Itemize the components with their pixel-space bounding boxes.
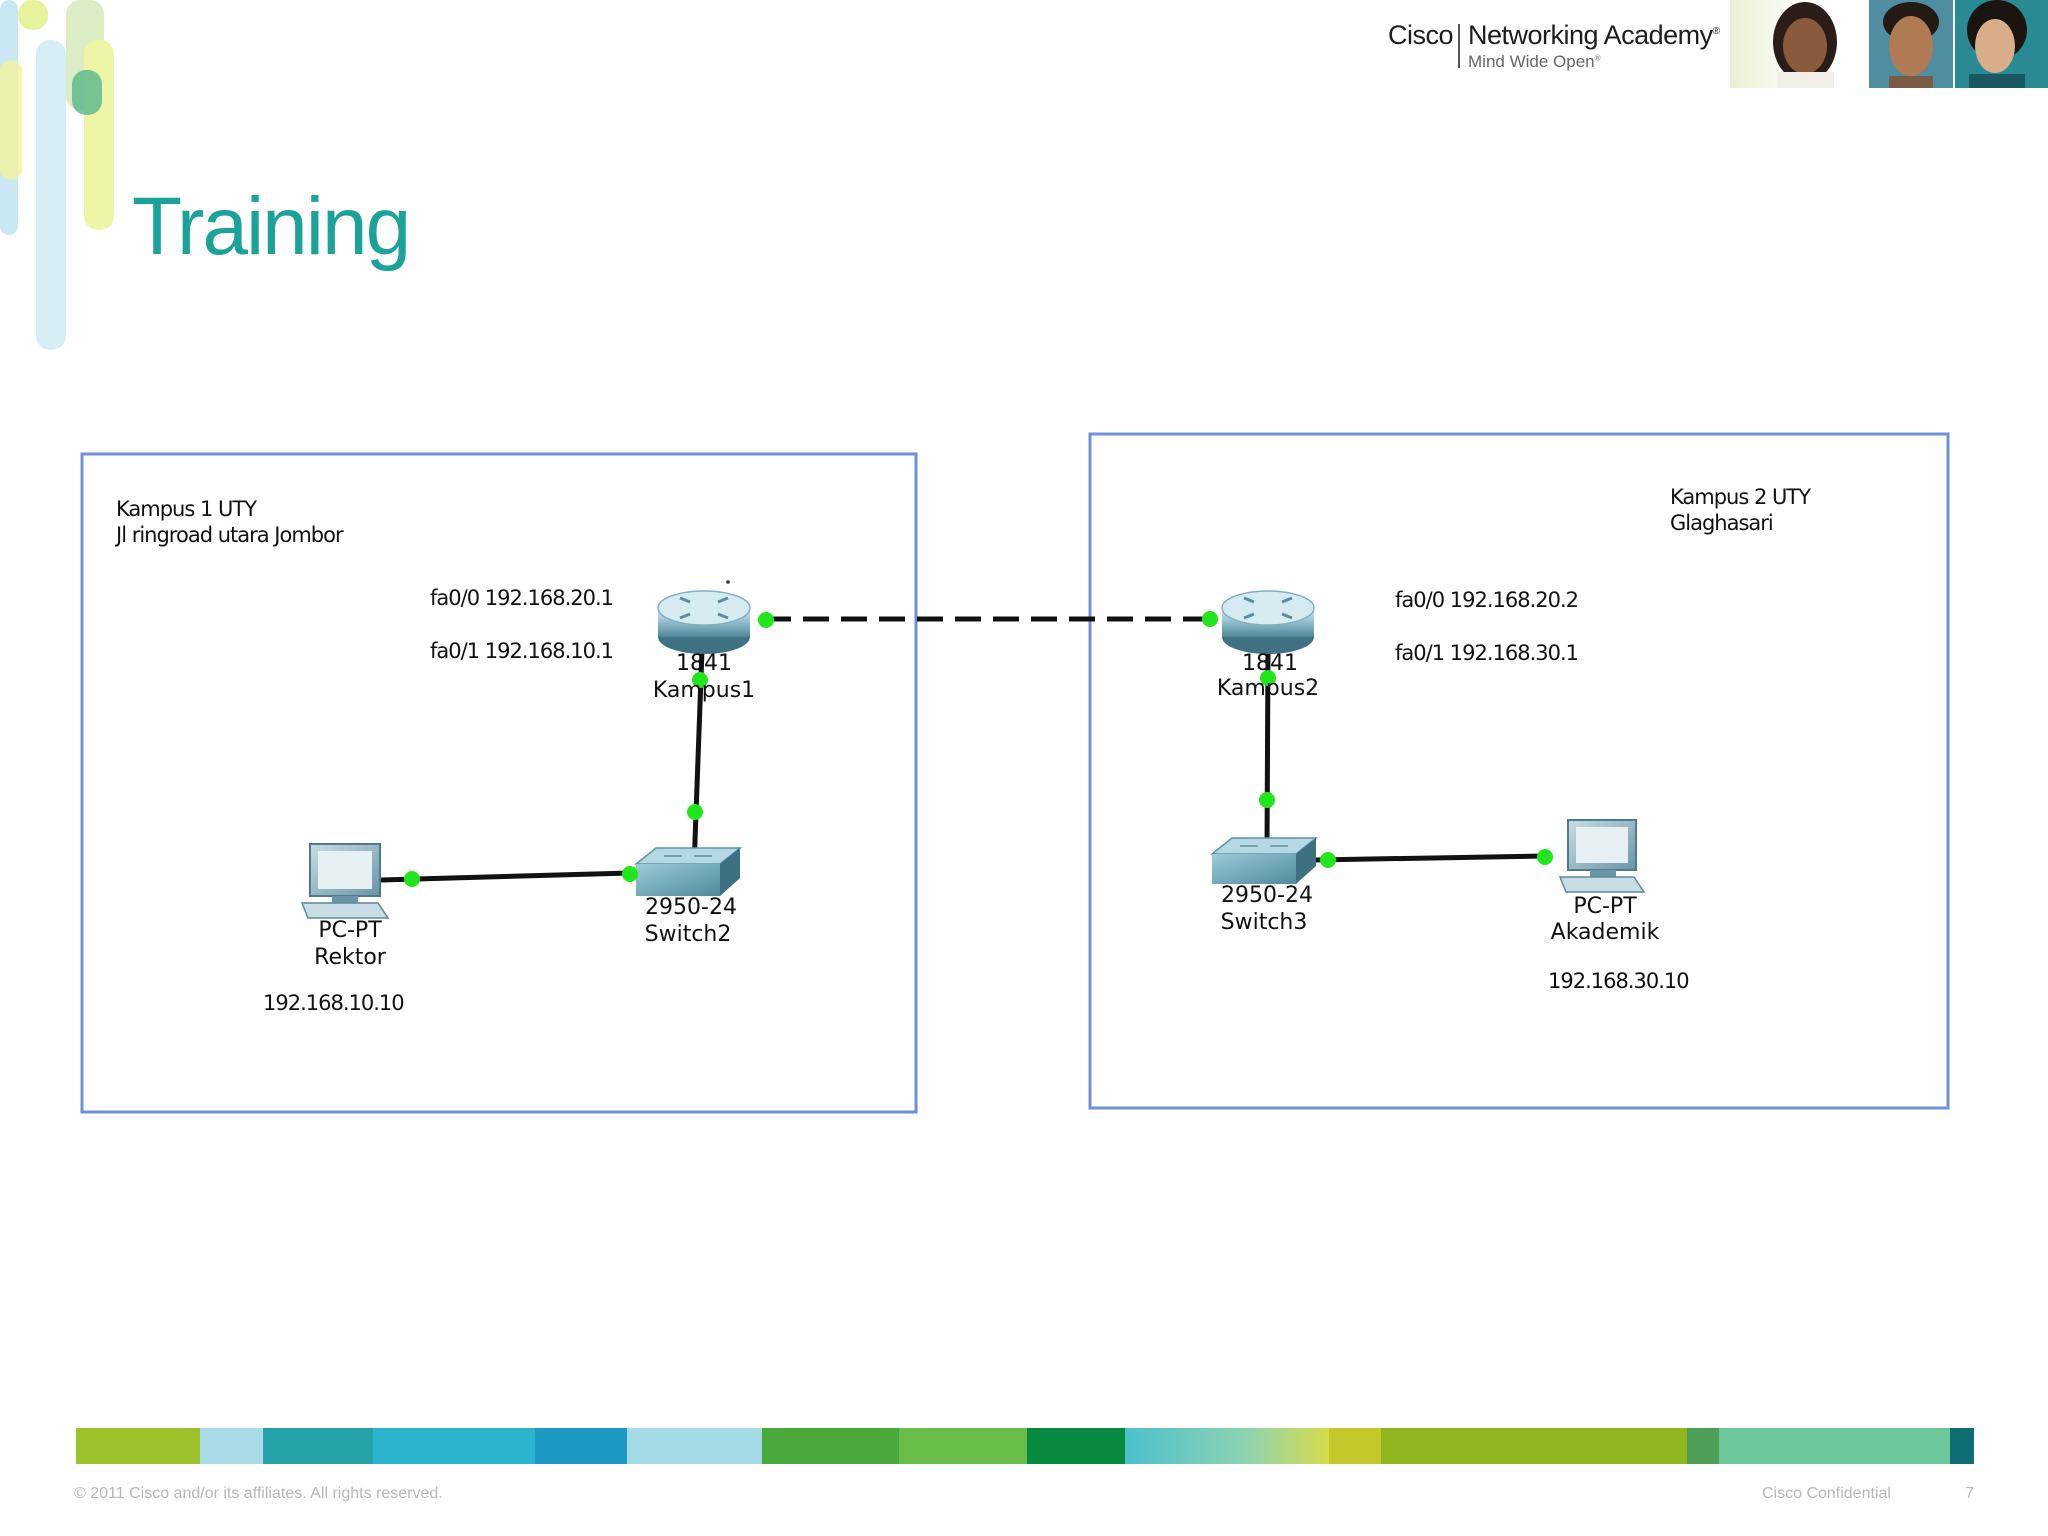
- brand-product: Networking Academy®: [1468, 20, 1720, 50]
- router1-name: Kampus1: [652, 678, 756, 703]
- student-photo: [1869, 0, 1953, 88]
- campus1-address: Jl ringroad utara Jombor: [116, 523, 344, 547]
- switch3-model: 2950-24: [1221, 883, 1313, 908]
- campus1-name: Kampus 1 UTY: [116, 497, 257, 521]
- switch-switch2[interactable]: [633, 847, 743, 896]
- campus1-area: [80, 452, 918, 1114]
- link-switch3-pc: [1314, 853, 1546, 863]
- footer-copyright: © 2011 Cisco and/or its affiliates. All …: [74, 1485, 443, 1502]
- switch3-name: Switch3: [1220, 910, 1308, 935]
- slide-title: Training: [132, 181, 411, 272]
- switch2-name: Switch2: [644, 922, 732, 947]
- router2-name: Kampus2: [1216, 676, 1320, 701]
- footer-confidential: Cisco Confidential: [1762, 1485, 1891, 1502]
- pc-akademik[interactable]: [1558, 819, 1646, 893]
- brand-divider: [1458, 24, 1460, 68]
- router1-iface-fa00: fa0/0 192.168.20.1: [430, 586, 614, 610]
- pc-rektor-model: PC-PT: [318, 918, 382, 943]
- campus2-address: Glaghasari: [1670, 511, 1774, 535]
- pc-rektor-name: Rektor: [314, 945, 386, 970]
- brand-name: Cisco: [1388, 20, 1454, 50]
- pc-akademik-ip: 192.168.30.10: [1548, 969, 1690, 993]
- header-photos: [1730, 0, 2048, 88]
- router-kampus2[interactable]: [1221, 590, 1315, 654]
- student-photo: [1730, 0, 1867, 88]
- router2-iface-fa01: fa0/1 192.168.30.1: [1395, 641, 1579, 665]
- pc-rektor[interactable]: [300, 843, 390, 919]
- router1-iface-fa01: fa0/1 192.168.10.1: [430, 639, 614, 663]
- switch2-model: 2950-24: [645, 895, 737, 920]
- pc-rektor-ip: 192.168.10.10: [263, 991, 405, 1015]
- router2-model: 1841: [1242, 651, 1298, 676]
- campus2-area: [1088, 432, 1950, 1110]
- brand-tagline: Mind Wide Open®: [1468, 52, 1601, 71]
- router-kampus1[interactable]: [657, 580, 751, 654]
- pc-akademik-name: Akademik: [1550, 920, 1660, 945]
- pc-akademik-model: PC-PT: [1573, 894, 1637, 919]
- router1-model: 1841: [676, 651, 732, 676]
- port-indicators: [404, 611, 1553, 887]
- footer-color-bar: [76, 1428, 1974, 1464]
- campus2-name: Kampus 2 UTY: [1670, 485, 1811, 509]
- student-photo: [1955, 0, 2048, 88]
- switch-switch3[interactable]: [1209, 837, 1319, 884]
- router2-iface-fa00: fa0/0 192.168.20.2: [1395, 588, 1579, 612]
- link-switch2-pc: [379, 870, 631, 883]
- footer-page-number: 7: [1965, 1485, 1974, 1502]
